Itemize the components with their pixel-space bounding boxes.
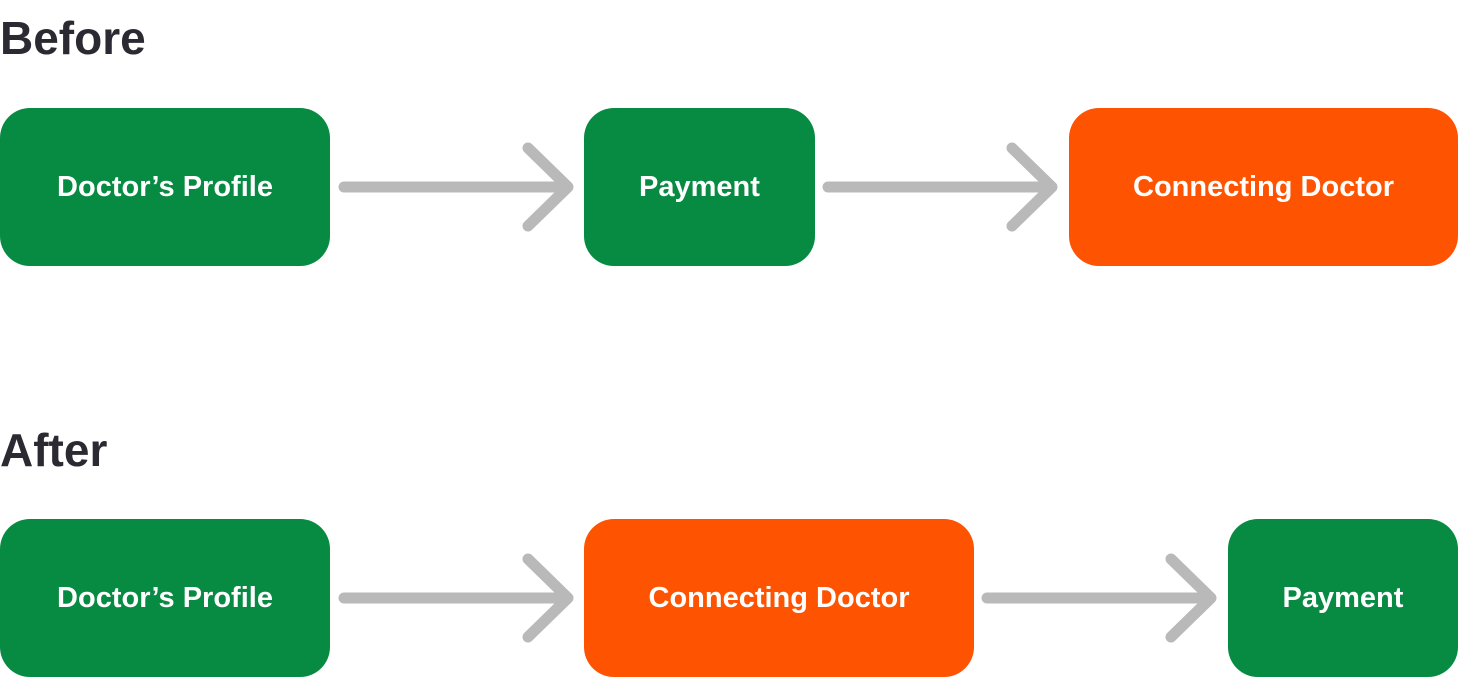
- before-step-payment: Payment: [584, 108, 815, 266]
- after-title: After: [0, 424, 108, 476]
- after-step-payment: Payment: [1228, 519, 1458, 677]
- right-arrow-icon: [981, 553, 1219, 643]
- before-step-doctors-profile: Doctor’s Profile: [0, 108, 330, 266]
- before-step-connecting-doctor: Connecting Doctor: [1069, 108, 1458, 266]
- before-title: Before: [0, 12, 146, 64]
- after-step-connecting-doctor: Connecting Doctor: [584, 519, 974, 677]
- right-arrow-icon: [338, 142, 576, 232]
- after-step-doctors-profile: Doctor’s Profile: [0, 519, 330, 677]
- right-arrow-icon: [822, 142, 1060, 232]
- right-arrow-icon: [338, 553, 576, 643]
